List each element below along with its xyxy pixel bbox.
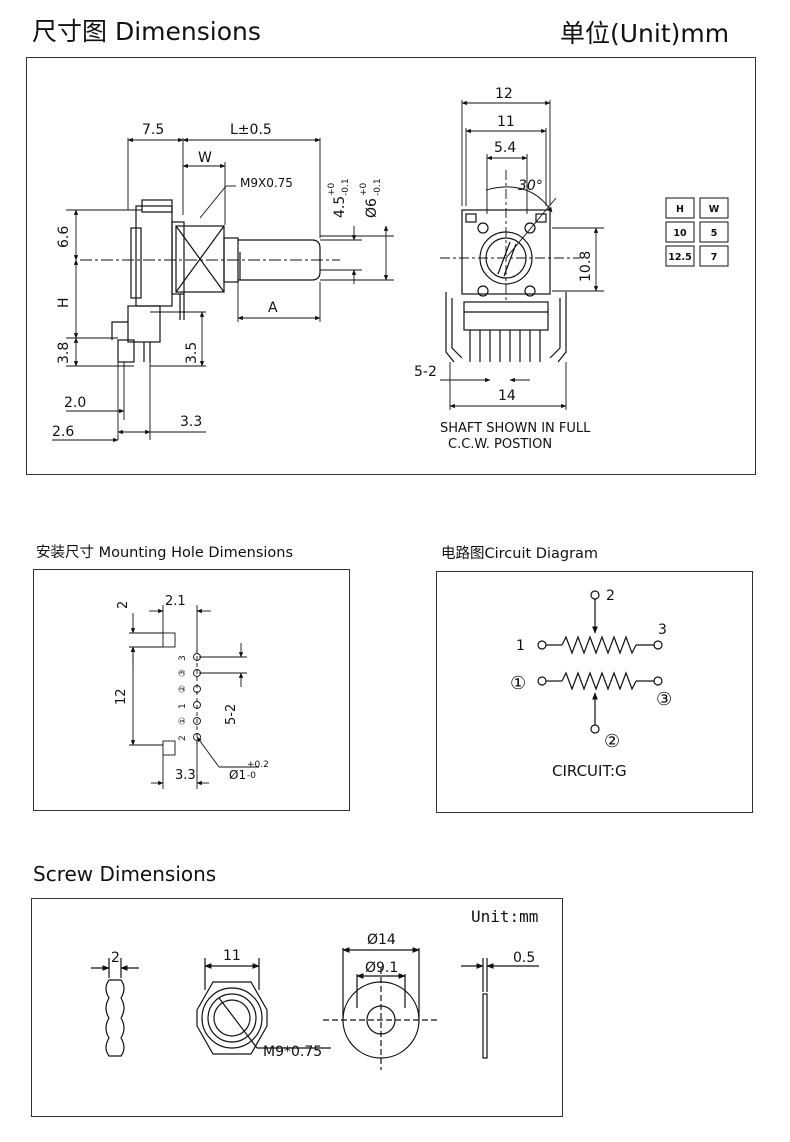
circuit-terminal-2: 2 [606,588,615,604]
dim-4-5: 4.5 [332,196,348,218]
dim-3-3: 3.3 [180,414,202,430]
thread-label: M9X0.75 [240,176,293,190]
dim-6-tol-up: +0 [359,182,369,196]
side-view-body [111,199,321,363]
mount-pin-1: 1 [178,703,188,709]
circuit-terminal-c1: ① [510,673,526,694]
dim-L: L±0.5 [230,122,272,138]
dim-6-tol-down: -0.1 [373,178,383,196]
dim-14: 14 [498,388,516,404]
dim-3-5: 3.5 [184,342,200,364]
dim-A: A [268,300,278,316]
angle-30: 30° [518,178,543,194]
dim-2-6: 2.6 [52,424,74,440]
table-cell-H-1: 10 [673,228,687,239]
mount-pin-c1: ① [178,717,188,725]
circuit-terminal-3: 3 [658,622,667,638]
mount-dim-12: 12 [114,688,129,705]
dim-5-4: 5.4 [494,140,516,156]
mounting-title: 安装尺寸 Mounting Hole Dimensions [36,545,294,561]
screw-dim-14: Ø14 [367,932,396,948]
circuit-terminal-c2: ② [604,731,620,752]
main-drawing: 7.5 L±0.5 W M9X0.75 6.6 H 3.8 A 3.5 2.0 … [52,86,729,452]
screw-unit: Unit:mm [471,907,538,926]
dim-11: 11 [497,114,515,130]
mounting-diagram: 2 2.1 12 5-2 3.3 Ø1 +0.2 -0 3 ③ ② 1 ① 2 [114,594,269,789]
circuit-frame [436,571,753,813]
hole-tol-up: +0.2 [247,760,269,770]
table-cell-H-2: 12.5 [668,252,691,263]
screw-diagram: Unit:mm 2 11 M9*0.75 Ø14 Ø9.1 0.5 [91,907,539,1070]
mount-pin-3: 3 [178,655,188,661]
dim-W: W [198,150,212,166]
note-line2: C.C.W. POSTION [448,437,552,452]
dim-4-5-tol-up: +0 [327,182,337,196]
table-cell-W-2: 7 [711,252,718,263]
dim-6: Ø6 [364,198,380,218]
screw-dim-2: 2 [111,950,120,966]
mount-dim-2: 2 [116,601,131,609]
main-drawing-frame [26,57,756,475]
circuit-title: 电路图Circuit Diagram [441,546,599,562]
front-view-dims [440,100,604,410]
dim-2-0: 2.0 [64,395,86,411]
note-line1: SHAFT SHOWN IN FULL [440,421,591,436]
dim-7-5: 7.5 [142,122,164,138]
dim-4-5-tol-down: -0.1 [341,178,351,196]
mount-pin-c3: ③ [178,669,188,677]
screw-dim-0-5: 0.5 [513,950,535,966]
unit-label: 单位(Unit)mm [560,19,730,48]
screw-dim-11: 11 [223,948,241,964]
page-title: 尺寸图 Dimensions [32,17,261,46]
hole-tol-down: -0 [247,771,256,781]
mount-dim-3-3: 3.3 [175,768,196,783]
screw-dim-9-1: Ø9.1 [365,960,398,976]
circuit-label: CIRCUIT:G [552,762,627,780]
screw-title: Screw Dimensions [33,862,217,886]
dim-H: H [56,297,72,308]
dim-5-2: 5-2 [414,364,437,380]
table-header-W: W [709,204,720,215]
mount-dim-2-1: 2.1 [165,594,186,609]
mount-pin-c2: ② [178,685,188,693]
circuit-diagram: 1 2 3 ① ② ③ CIRCUIT:G [510,588,672,780]
table-header-H: H [676,204,684,215]
table-cell-W-1: 5 [711,228,718,239]
hw-table [665,197,729,267]
screw-thread: M9*0.75 [263,1044,322,1060]
hole-dia: Ø1 [229,768,246,782]
screw-frame [31,898,563,1117]
circuit-terminal-c3: ③ [656,689,672,710]
mount-pin-2: 2 [178,735,188,741]
circuit-terminal-1: 1 [516,638,525,654]
dim-10-8: 10.8 [578,251,594,282]
side-view-dims [52,137,394,443]
dim-3-8: 3.8 [56,342,72,364]
dim-12: 12 [495,86,513,102]
dim-6-6: 6.6 [56,226,72,248]
mount-dim-5-2: 5-2 [224,704,239,725]
mounting-frame [33,569,350,811]
